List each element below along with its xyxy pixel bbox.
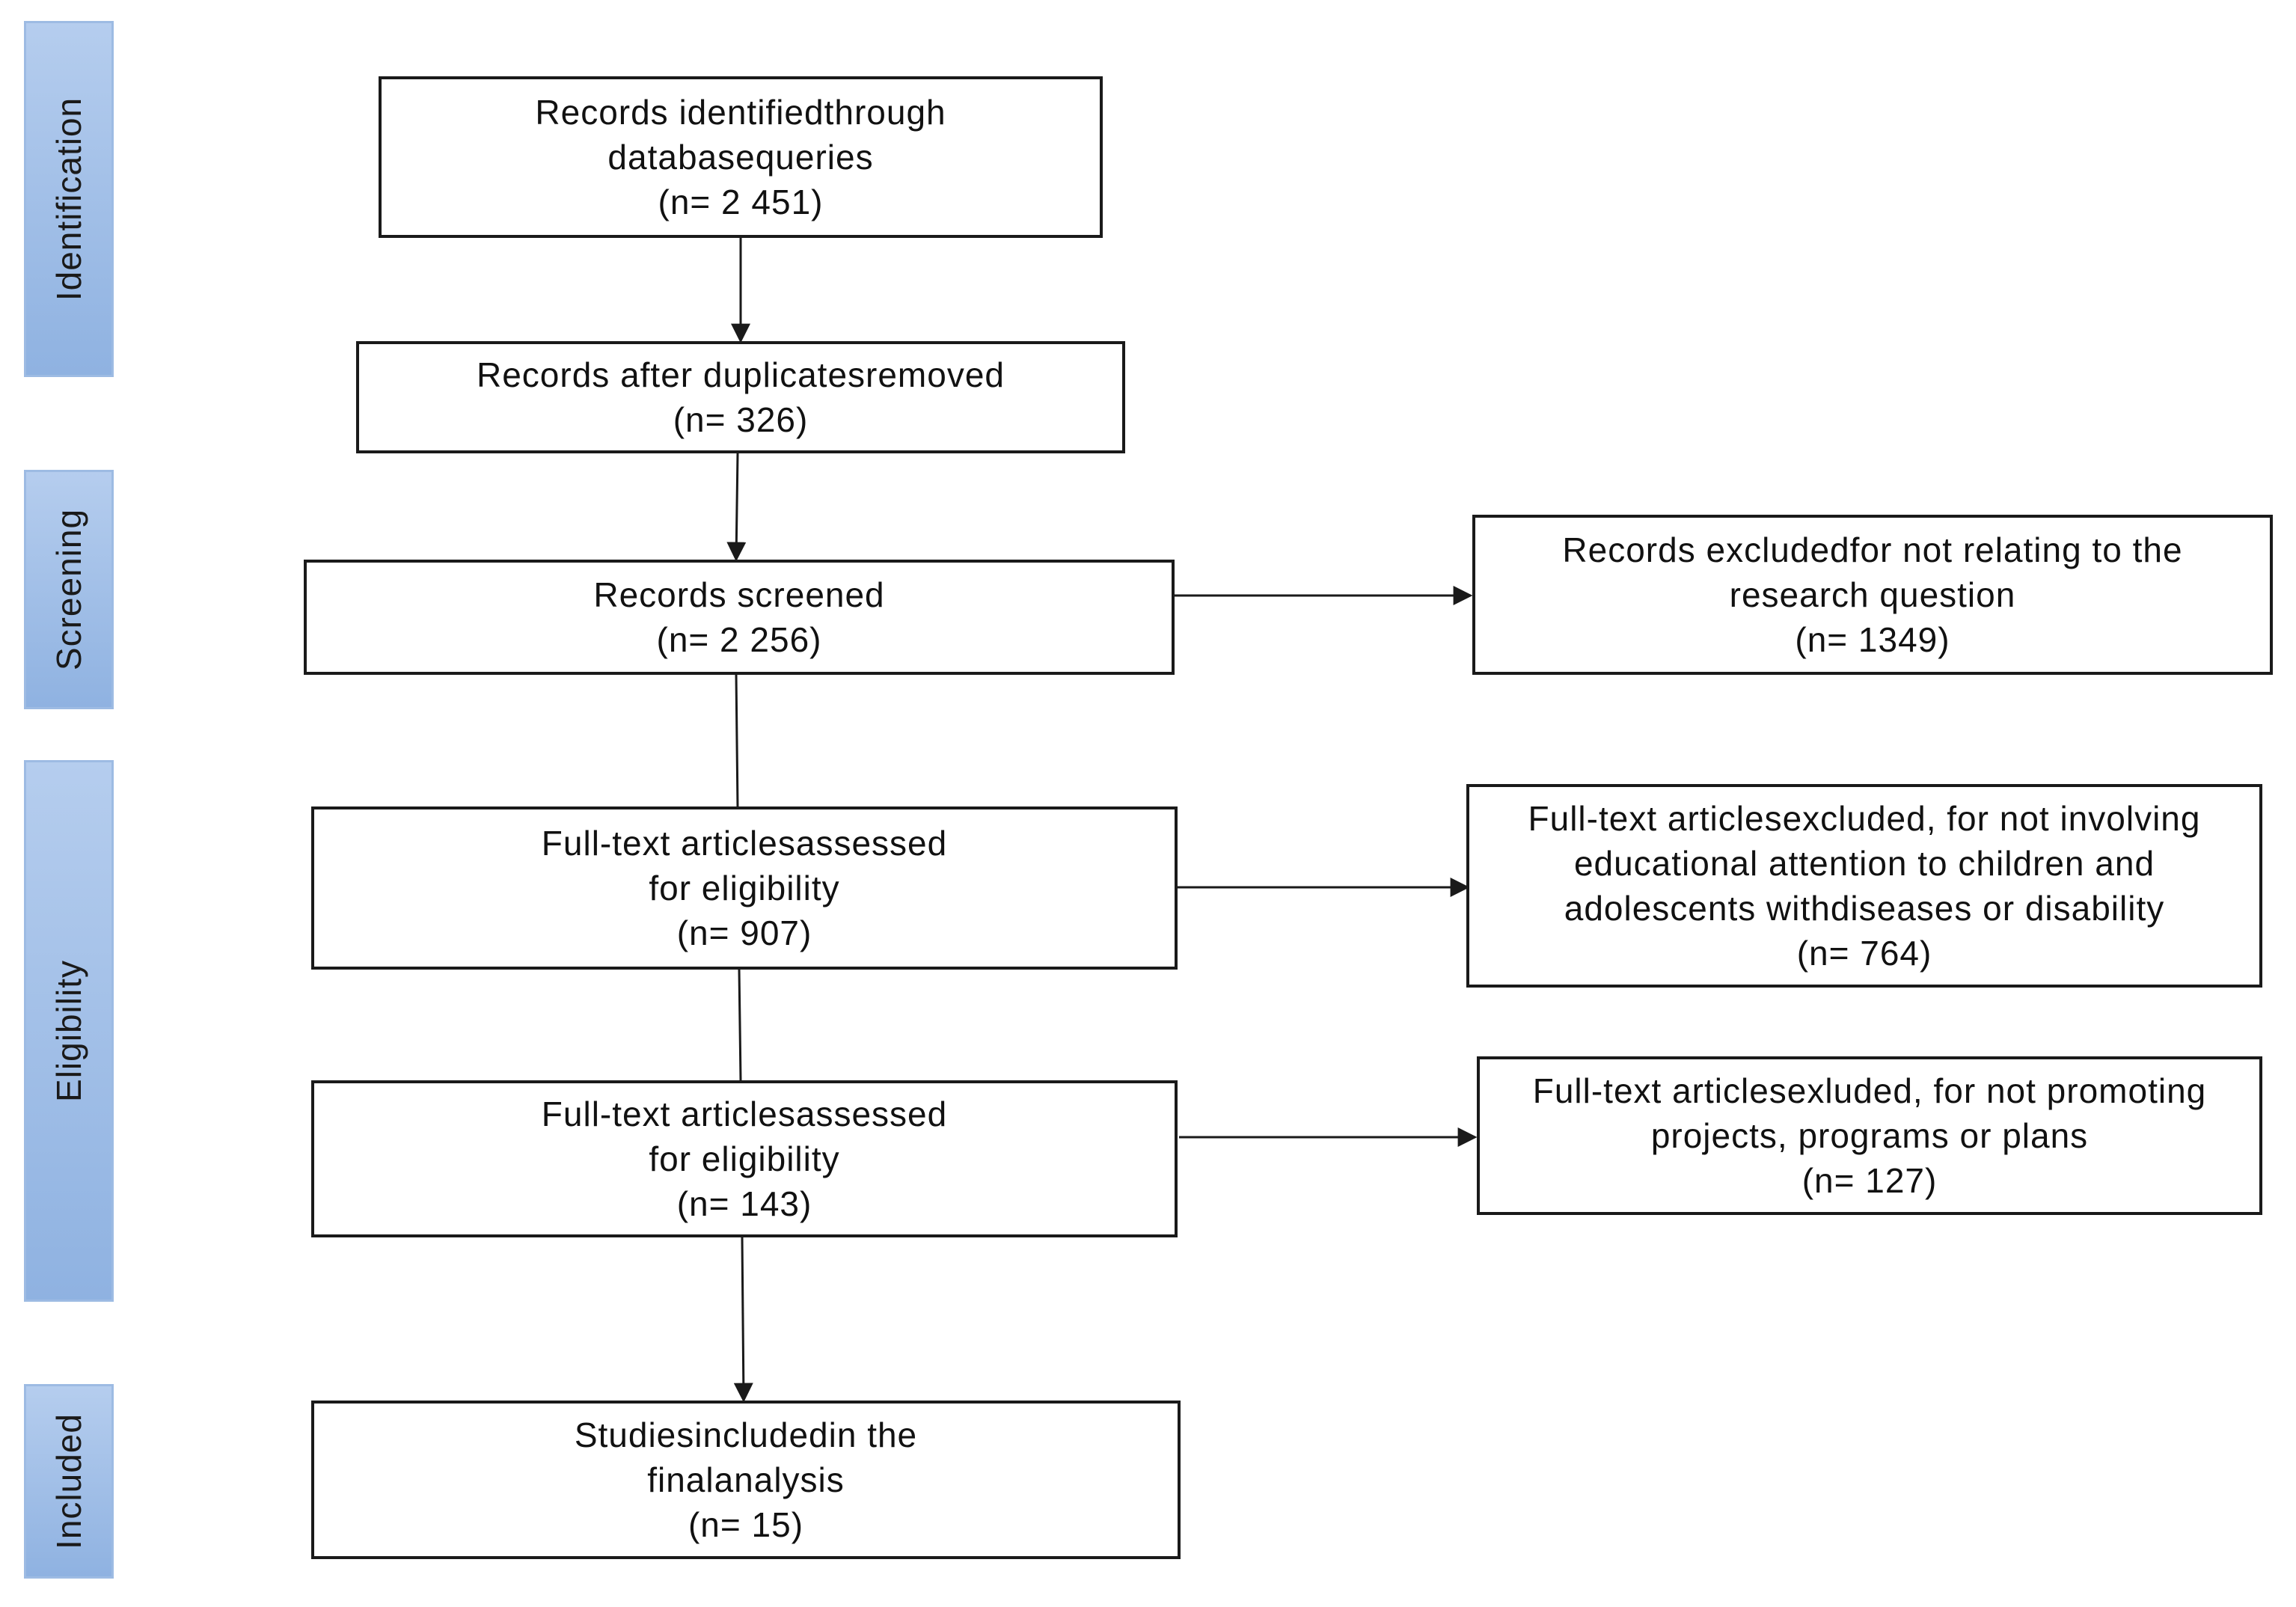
arrow-duplicates-to-screened: [726, 453, 747, 562]
box-fulltext-excluded-1: Full-text articlesexcluded, for not invo…: [1466, 784, 2262, 988]
box-records-screened: Records screened (n= 2 256): [304, 560, 1175, 675]
line-fulltext-1-to-fulltext-2: [738, 969, 742, 1081]
box-studies-included: Studiesincludedin the finalanalysis (n= …: [311, 1401, 1181, 1559]
box-fulltext-excluded-2: Full-text articlesexluded, for not promo…: [1477, 1056, 2262, 1215]
phase-eligibility: Eligibility: [24, 760, 114, 1302]
box-records-identified: Records identifiedthrough databasequerie…: [379, 76, 1103, 238]
phase-included: Included: [24, 1384, 114, 1579]
arrow-fulltext-2-to-included: [733, 1237, 753, 1403]
phase-screening: Screening: [24, 470, 114, 709]
box-duplicates-removed: Records after duplicatesremoved (n= 326): [356, 341, 1125, 453]
phase-identification: Identification: [24, 21, 114, 377]
box-fulltext-assessed-1: Full-text articlesassessed for eligibili…: [311, 806, 1178, 970]
line-screened-to-fulltext-1: [735, 674, 739, 809]
box-fulltext-assessed-2: Full-text articlesassessed for eligibili…: [311, 1080, 1178, 1237]
box-records-excluded-screening: Records excludedfor not relating to the …: [1472, 515, 2273, 675]
